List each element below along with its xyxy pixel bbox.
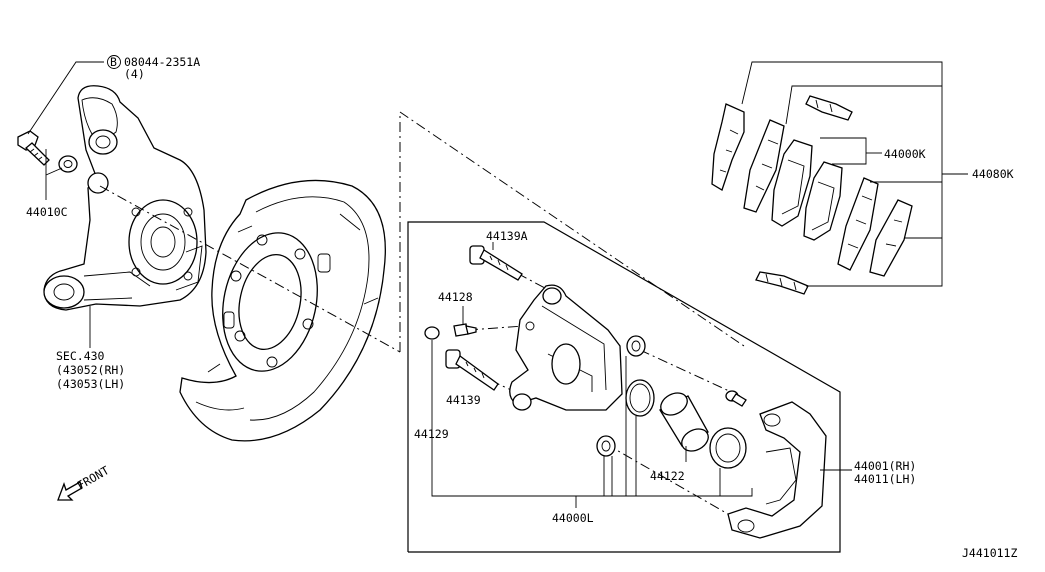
pin-boot[interactable] [445, 349, 499, 391]
piston-seal[interactable] [625, 379, 655, 417]
caliper-frame [407, 221, 841, 553]
pad-shim-3[interactable] [837, 177, 879, 271]
piston[interactable] [657, 389, 712, 456]
leader-washer-2 [45, 167, 63, 176]
axis-line-5 [605, 443, 743, 523]
caliper-group-bracket [431, 340, 753, 497]
label-bracket-rh: 44001(RH) [854, 459, 916, 473]
axis-line-2 [467, 325, 525, 331]
pad-shim-inner[interactable] [743, 119, 785, 213]
leader-bolt [27, 61, 104, 135]
caliper-boundary-dashed [399, 111, 745, 352]
label-pad-kit: 44080K [972, 167, 1014, 181]
slide-pin-small[interactable] [725, 390, 747, 407]
pin-boot-a[interactable] [469, 245, 523, 281]
pad-kit-bracket [741, 61, 943, 287]
label-bolt-qty: (4) [124, 67, 145, 81]
axis-line-1 [99, 185, 401, 353]
sleeve-upper[interactable] [626, 335, 646, 357]
pad-clip-top[interactable] [805, 95, 853, 121]
caliper-body[interactable] [509, 284, 623, 411]
pad-shim-outer[interactable] [711, 103, 745, 191]
washer[interactable] [58, 155, 78, 173]
bolt[interactable] [17, 130, 50, 166]
label-knuckle-rh: (43052(RH) [56, 363, 125, 377]
diagram-code: J441011Z [962, 546, 1017, 560]
label-piston: 44122 [650, 469, 685, 483]
label-washer: 44010C [26, 205, 68, 219]
dust-boot[interactable] [709, 427, 747, 469]
axis-line-6 [639, 349, 741, 397]
sleeve-lower[interactable] [596, 435, 616, 457]
label-bolt-part: 08044-2351A [124, 55, 200, 69]
label-knuckle-lh: (43053(LH) [56, 377, 125, 391]
brake-backing-plate[interactable] [179, 179, 386, 442]
label-bleeder-cap: 44129 [414, 427, 449, 441]
label-pin-boot-a: 44139A [486, 229, 528, 243]
pad-shim-4[interactable] [869, 199, 913, 277]
bolt-callout: B 08044-2351A (4) [107, 55, 200, 81]
label-caliper-assy: 44000L [552, 511, 594, 525]
torque-member-bracket[interactable] [727, 401, 827, 539]
pad-set-bracket [820, 137, 867, 165]
front-arrow-icon [57, 481, 83, 501]
label-bracket-lh: 44011(LH) [854, 472, 916, 486]
steering-knuckle[interactable] [43, 85, 207, 311]
bleeder-cap[interactable] [424, 326, 440, 340]
brake-pad-b[interactable] [803, 161, 843, 241]
label-bleeder: 44128 [438, 290, 473, 304]
label-pad-set: 44000K [884, 147, 926, 161]
label-pin-boot: 44139 [446, 393, 481, 407]
brake-pad-a[interactable] [771, 139, 813, 227]
pad-clip-bottom[interactable] [755, 271, 809, 295]
label-front: FRONT [75, 463, 112, 492]
pad-leader-2 [785, 85, 942, 125]
bolt-marker-letter: B [110, 55, 117, 69]
label-knuckle-sec: SEC.430 [56, 349, 105, 363]
bleeder-screw[interactable] [453, 323, 477, 337]
